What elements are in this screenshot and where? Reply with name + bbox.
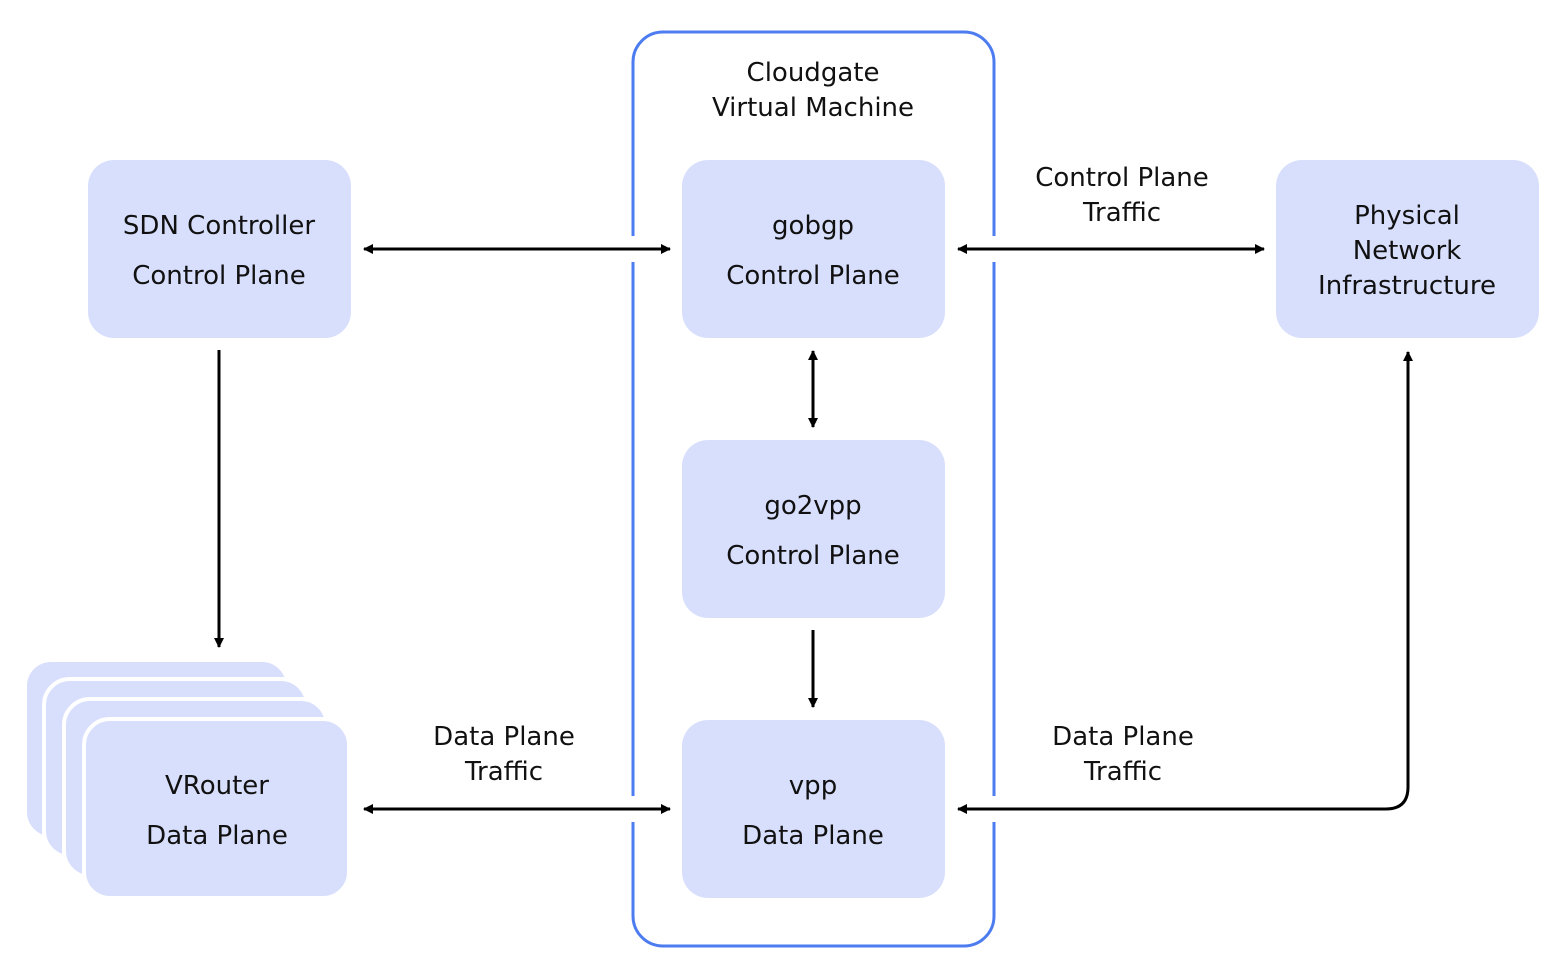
data-plane-traffic-left-label-line2: Traffic [464, 757, 543, 787]
vpp-node: vpp Data Plane [682, 720, 945, 898]
vpp-sublabel: Data Plane [742, 821, 884, 851]
gobgp-node: gobgp Control Plane [682, 160, 945, 338]
vrouter-sublabel: Data Plane [146, 821, 288, 851]
cloudgate-vm-title-line1: Cloudgate [747, 58, 880, 88]
go2vpp-sublabel: Control Plane [726, 541, 900, 571]
control-plane-traffic-label-line1: Control Plane [1035, 163, 1209, 193]
data-plane-traffic-right-label-line1: Data Plane [1052, 722, 1194, 752]
data-plane-traffic-right-label-line2: Traffic [1083, 757, 1162, 787]
cloudgate-vm-title-line2: Virtual Machine [712, 93, 914, 123]
gobgp-sublabel: Control Plane [726, 261, 900, 291]
arrow-vpp-physical [957, 351, 1413, 814]
vrouter-stack-card-front [82, 717, 351, 900]
physical-network-label-line1: Physical [1354, 201, 1460, 231]
sdn-controller-label: SDN Controller [123, 211, 315, 241]
physical-network-label-line2: Network [1353, 236, 1462, 266]
vrouter-node-stack: VRouter Data Plane [23, 658, 351, 900]
gobgp-label: gobgp [772, 211, 854, 241]
vpp-label: vpp [789, 771, 837, 801]
go2vpp-node: go2vpp Control Plane [682, 440, 945, 618]
data-plane-traffic-left-label-line1: Data Plane [433, 722, 575, 752]
go2vpp-label: go2vpp [764, 491, 861, 521]
control-plane-traffic-label-line2: Traffic [1082, 198, 1161, 228]
vrouter-label: VRouter [165, 771, 269, 801]
physical-network-label-line3: Infrastructure [1318, 271, 1496, 301]
sdn-controller-sublabel: Control Plane [132, 261, 306, 291]
physical-network-node: Physical Network Infrastructure [1276, 160, 1539, 338]
sdn-controller-node: SDN Controller Control Plane [88, 160, 351, 338]
